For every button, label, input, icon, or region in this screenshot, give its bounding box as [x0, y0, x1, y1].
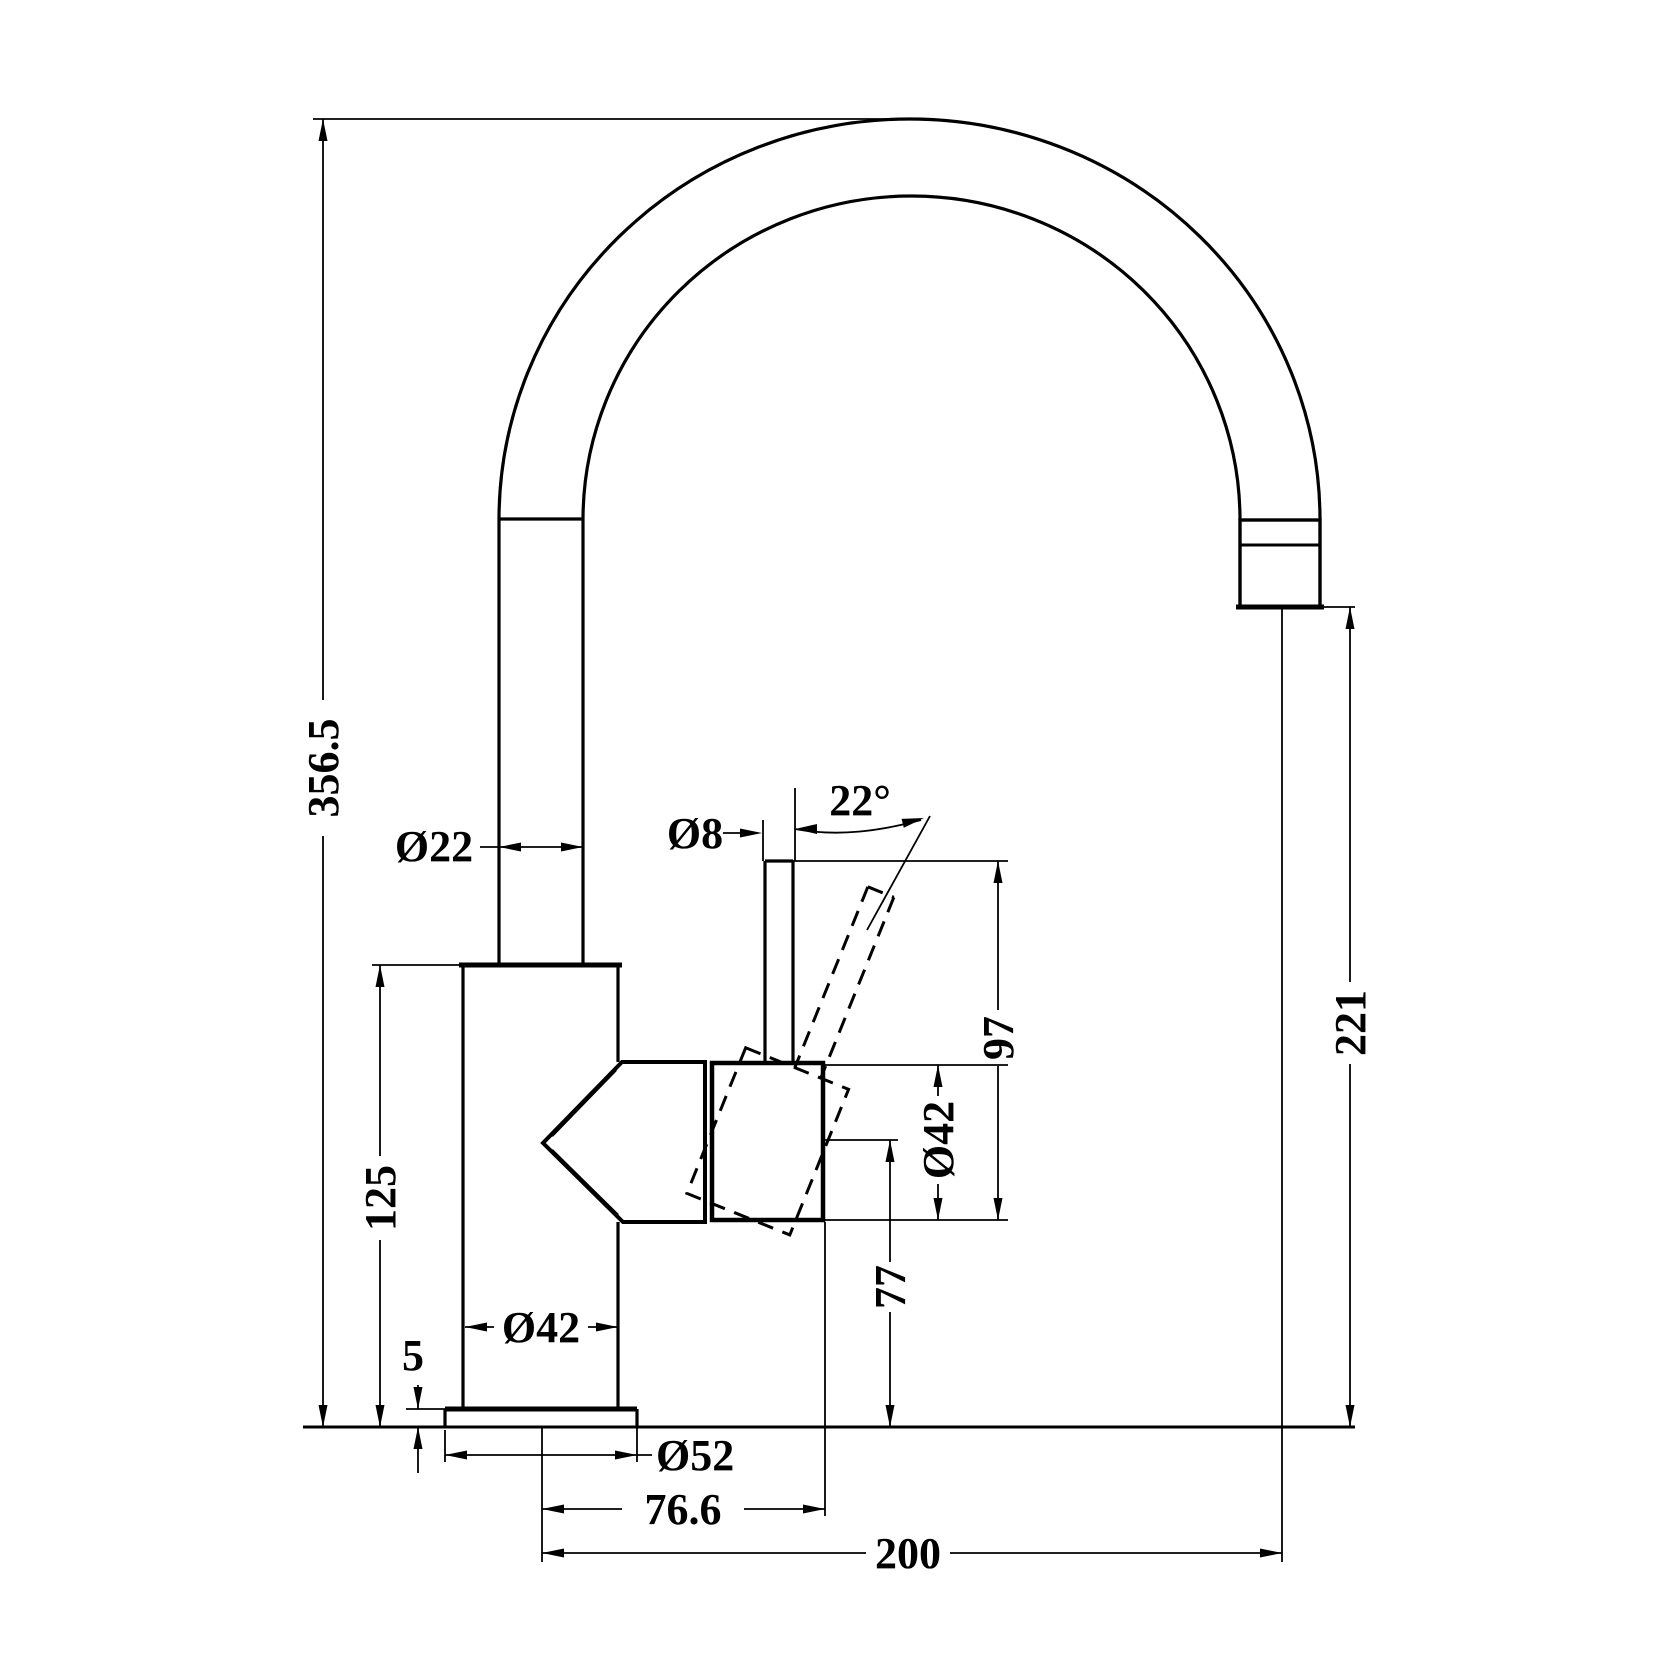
dim-body-diameter-label: Ø42	[502, 1303, 580, 1352]
dim-lever-angle-label: 22°	[829, 776, 891, 825]
handle-rotated-dashed	[684, 885, 896, 1237]
riser-pipe	[497, 520, 585, 965]
dim-base-thickness-label: 5	[402, 1331, 424, 1380]
dim-handle-diameter-label: Ø42	[914, 1101, 963, 1179]
spout-outlet-aerator	[1236, 518, 1324, 610]
dim-spout-reach-label: 200	[875, 1529, 941, 1578]
valve-housing	[540, 1060, 707, 1224]
base-flange	[443, 1406, 639, 1427]
spout-arc	[497, 117, 1322, 521]
faucet-body	[459, 962, 622, 1409]
dim-base-diameter-label: Ø52	[656, 1431, 734, 1480]
dim-total-height-label: 356.5	[299, 719, 348, 818]
dim-spout-outlet-height-label: 221	[1326, 990, 1375, 1056]
dim-lever-rod-diameter-label: Ø8	[667, 809, 723, 858]
dimension-lines	[322, 119, 1351, 1554]
dim-spout-tube-diameter-label: Ø22	[395, 822, 473, 871]
dim-lever-height-label: 97	[974, 1016, 1023, 1060]
handle-body	[709, 1060, 826, 1223]
dimension-labels: 356.5 125 5 Ø52 Ø42 Ø22 Ø8 22° 97 Ø42 77…	[299, 719, 1375, 1579]
extension-lines	[313, 118, 1355, 1562]
label-backgrounds	[494, 1304, 950, 1576]
dim-handle-offset-label: 76.6	[645, 1485, 722, 1534]
dim-outlet-center-height-label: 77	[866, 1265, 915, 1309]
lever-rod	[763, 859, 795, 1063]
dim-body-height-label: 125	[356, 1165, 405, 1231]
dimension-arrows	[318, 119, 1355, 1558]
